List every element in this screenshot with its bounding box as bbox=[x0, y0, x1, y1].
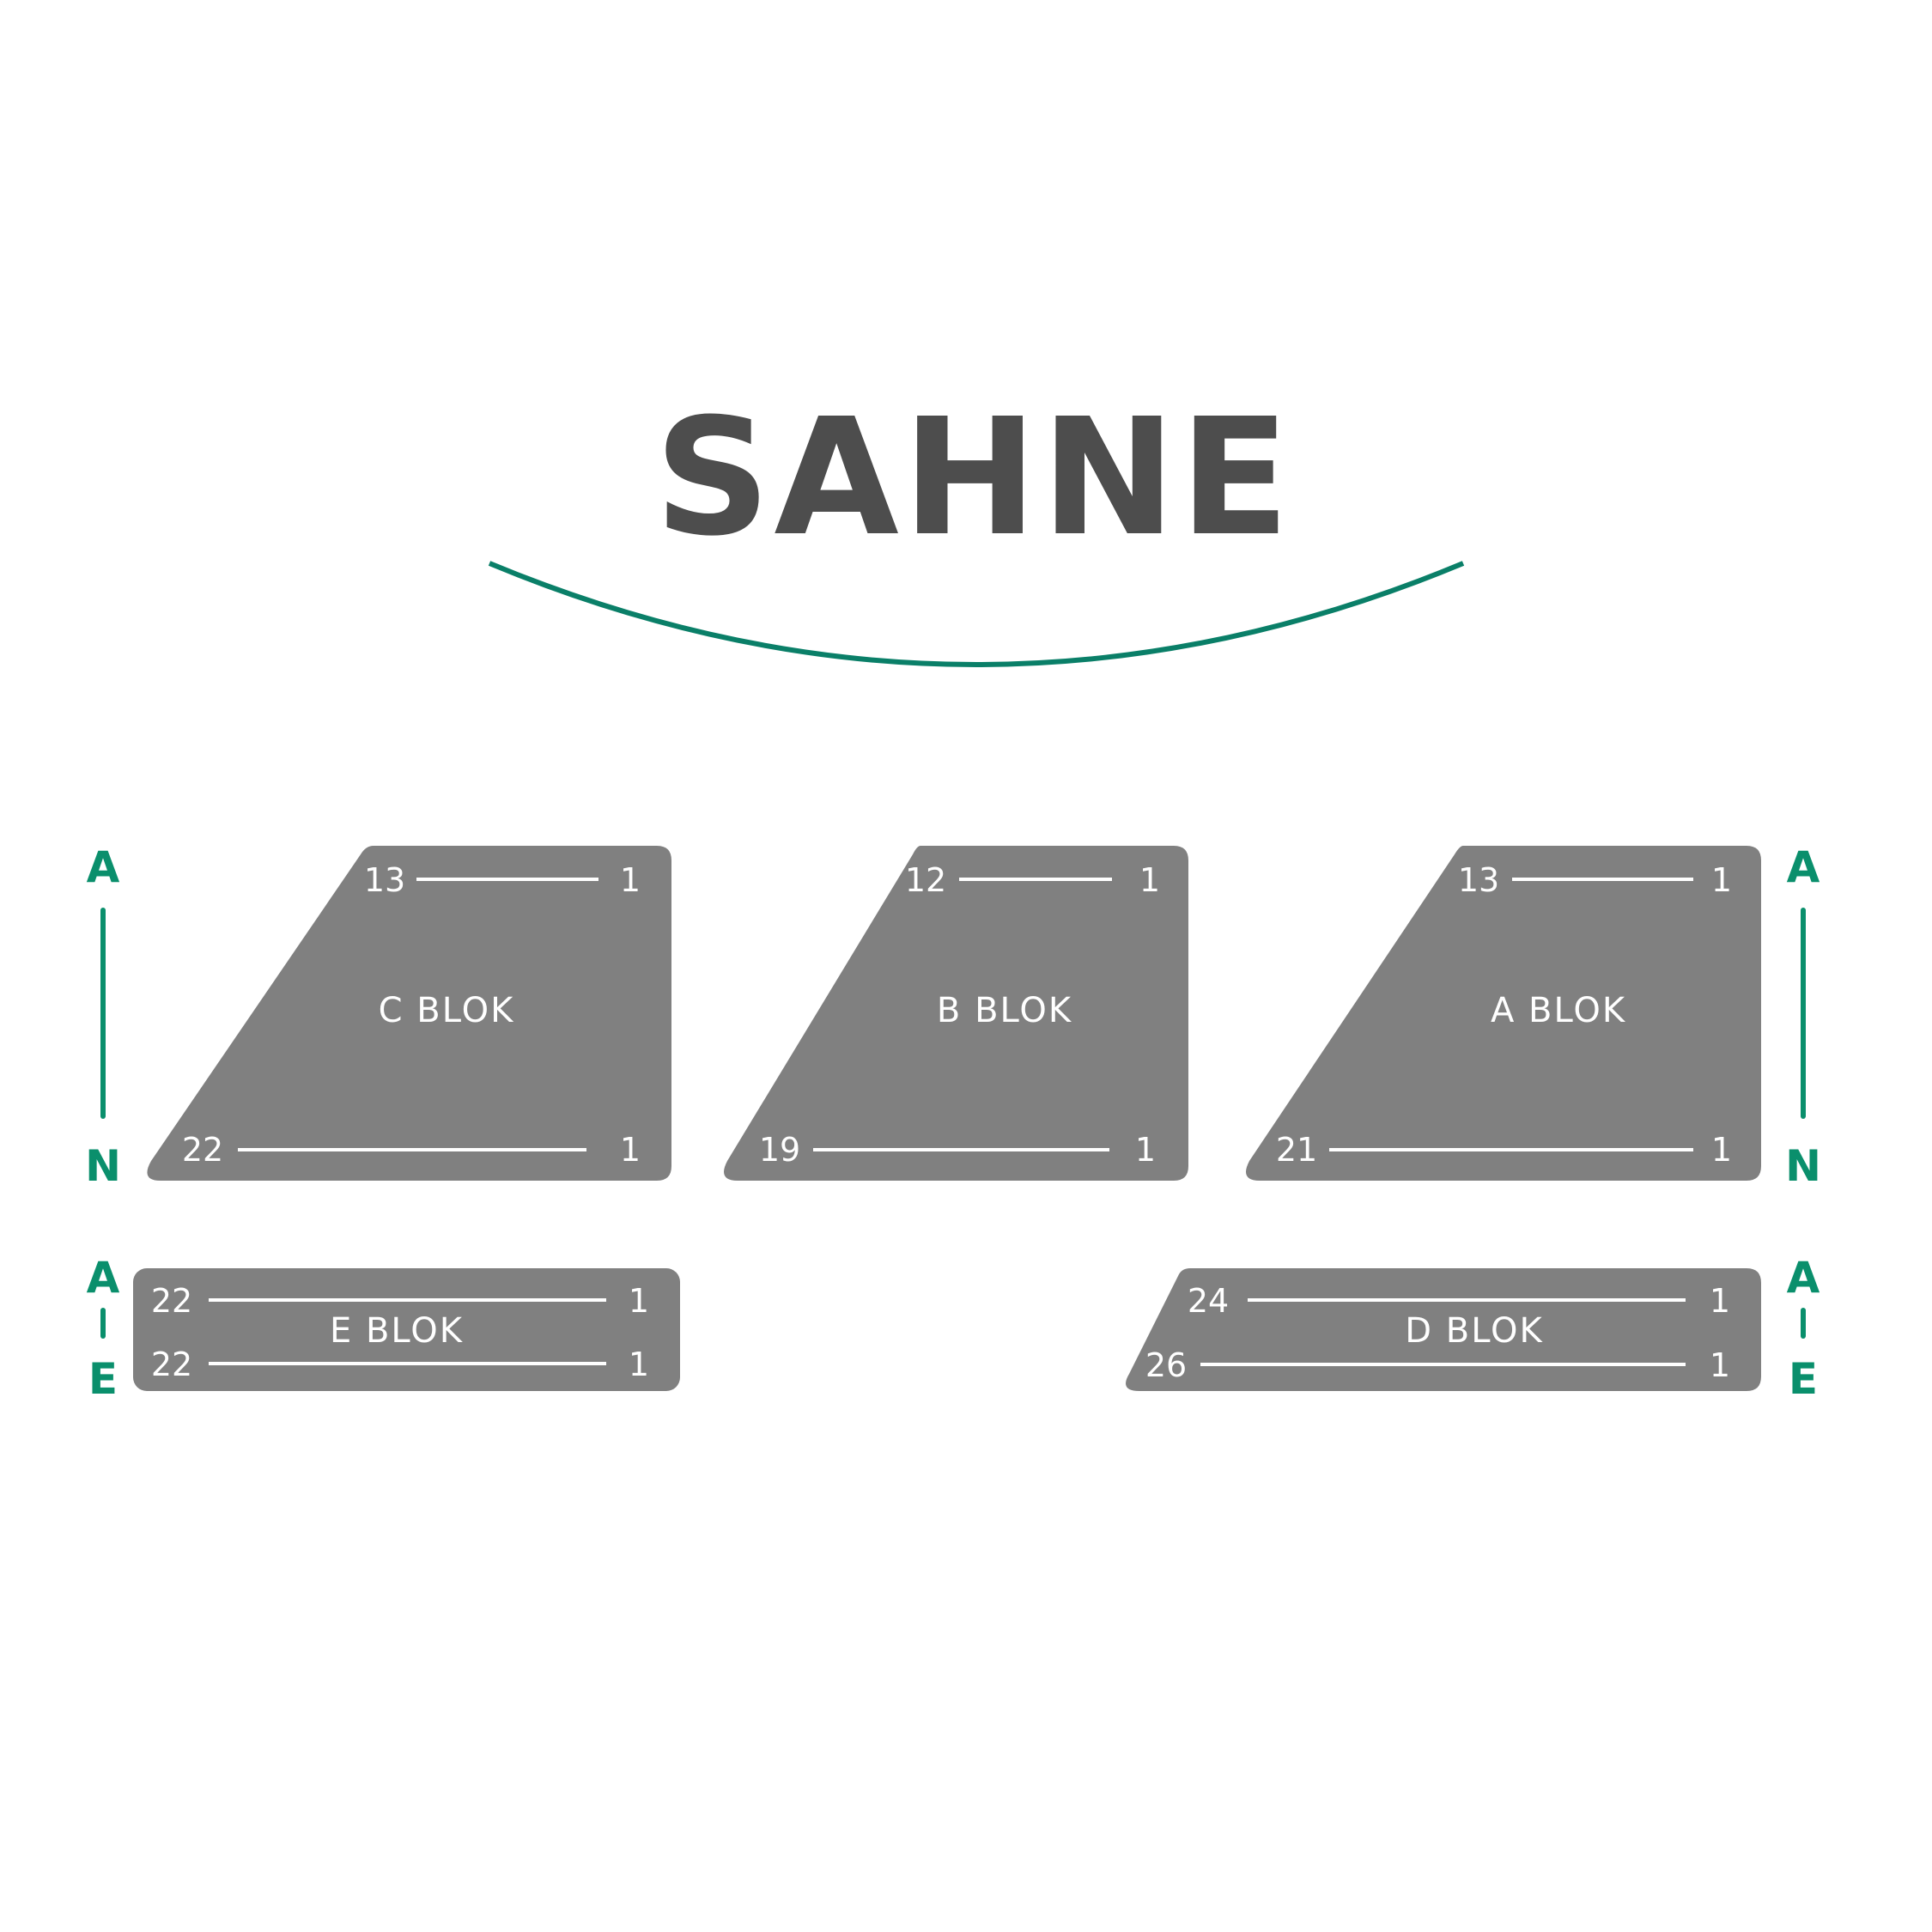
block-d[interactable]: 24 1 D BLOK 26 1 bbox=[1126, 1268, 1761, 1391]
right-upper-legend: A N bbox=[1785, 842, 1821, 1191]
block-e-row2-start: 22 bbox=[151, 1346, 192, 1383]
legend-right-lower-bottom: E bbox=[1789, 1354, 1818, 1404]
left-lower-legend: A E bbox=[87, 1253, 120, 1404]
block-c-row1-end: 1 bbox=[620, 861, 641, 899]
legend-right-upper-top: A bbox=[1787, 842, 1820, 892]
block-c-row2-end: 1 bbox=[620, 1131, 641, 1169]
block-c-row1-start: 13 bbox=[364, 861, 405, 899]
legend-right-upper-bottom: N bbox=[1785, 1141, 1821, 1191]
block-b-label: B BLOK bbox=[937, 991, 1072, 1030]
block-e-row1-start: 22 bbox=[151, 1282, 192, 1320]
block-b-row1-end: 1 bbox=[1139, 861, 1160, 899]
block-b-row2-start: 19 bbox=[759, 1131, 800, 1169]
stage-arc bbox=[488, 561, 1465, 667]
block-c[interactable]: 13 1 C BLOK 22 1 bbox=[147, 846, 671, 1181]
legend-right-lower-top: A bbox=[1787, 1253, 1820, 1303]
legend-left-upper-top: A bbox=[87, 842, 120, 892]
right-lower-legend: A E bbox=[1787, 1253, 1820, 1404]
legend-left-lower-top: A bbox=[87, 1253, 120, 1303]
block-e-row1-end: 1 bbox=[629, 1282, 649, 1320]
block-c-row2-start: 22 bbox=[182, 1131, 223, 1169]
block-b[interactable]: 12 1 B BLOK 19 1 bbox=[724, 846, 1188, 1181]
block-d-row1-end: 1 bbox=[1710, 1282, 1730, 1320]
block-c-label: C BLOK bbox=[379, 991, 515, 1030]
block-d-row1-start: 24 bbox=[1188, 1282, 1229, 1320]
block-b-row1-start: 12 bbox=[905, 861, 946, 899]
block-d-row2-start: 26 bbox=[1145, 1346, 1187, 1384]
block-d-label: D BLOK bbox=[1405, 1311, 1544, 1351]
legend-left-lower-bottom: E bbox=[88, 1354, 118, 1404]
block-b-shape[interactable] bbox=[724, 846, 1188, 1181]
block-b-row2-end: 1 bbox=[1135, 1131, 1156, 1169]
block-a-row2-end: 1 bbox=[1711, 1131, 1732, 1169]
block-a-row2-start: 21 bbox=[1276, 1131, 1317, 1169]
left-upper-legend: A N bbox=[85, 842, 121, 1191]
block-e-row2-end: 1 bbox=[629, 1346, 649, 1383]
block-a-row1-end: 1 bbox=[1711, 861, 1732, 899]
block-a-label: A BLOK bbox=[1491, 991, 1626, 1030]
block-d-row2-end: 1 bbox=[1710, 1346, 1730, 1384]
block-c-shape[interactable] bbox=[147, 846, 671, 1181]
block-a[interactable]: 13 1 A BLOK 21 1 bbox=[1246, 846, 1761, 1181]
block-e-label: E BLOK bbox=[330, 1311, 464, 1351]
legend-left-upper-bottom: N bbox=[85, 1141, 121, 1191]
block-a-row1-start: 13 bbox=[1458, 861, 1499, 899]
block-e[interactable]: 22 1 E BLOK 22 1 bbox=[133, 1268, 680, 1391]
stage-title: SAHNE bbox=[654, 384, 1293, 572]
block-a-shape[interactable] bbox=[1246, 846, 1761, 1181]
